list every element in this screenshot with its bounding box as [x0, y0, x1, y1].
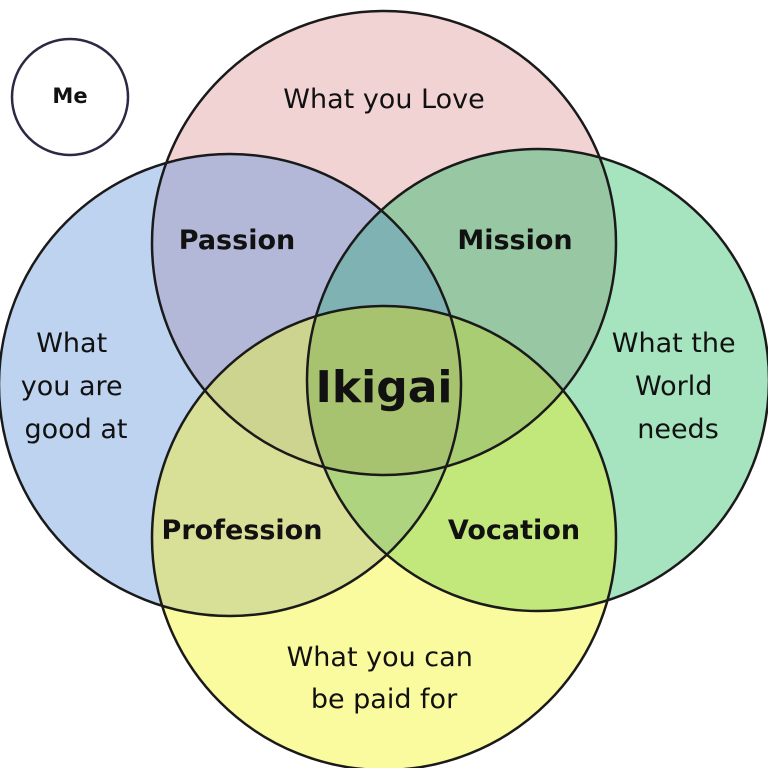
label-paid: What you can be paid for: [287, 642, 482, 715]
circle-good-outline: [0, 152, 463, 618]
overlap-paid-good-world-fill: [307, 306, 461, 611]
label-passion: Passion: [179, 225, 295, 256]
me-badge: [10, 37, 130, 157]
label-profession: Profession: [162, 515, 323, 546]
overlap-love-paid-world-fill: [307, 306, 616, 475]
me-badge-label: Me: [52, 84, 87, 108]
label-good: What you are good at: [21, 328, 131, 445]
overlap-love-good-world-fill: [307, 154, 461, 475]
label-mission: Mission: [457, 225, 572, 256]
label-vocation: Vocation: [448, 515, 580, 546]
label-ikigai: Ikigai: [316, 362, 453, 413]
circle-world-outline: [305, 147, 768, 613]
label-world: What the World needs: [612, 328, 744, 445]
circle-paid-outline: [150, 304, 618, 768]
overlap-love-paid-good-fill: [152, 306, 461, 475]
label-love: What you Love: [283, 84, 484, 115]
circle-love-outline: [150, 9, 618, 477]
